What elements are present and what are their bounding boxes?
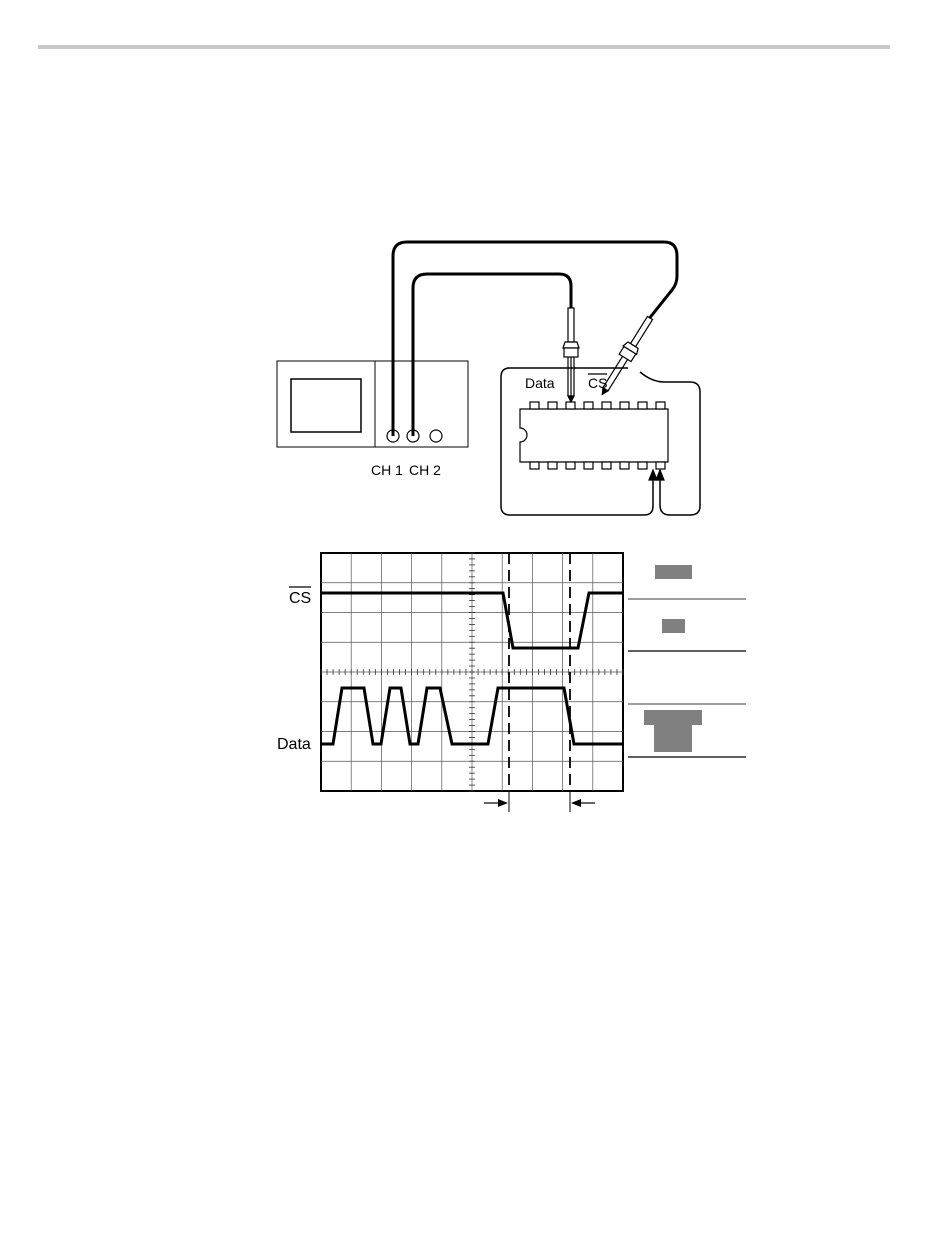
menu-block-3 (644, 710, 702, 752)
data-probe (563, 308, 579, 402)
cs-probe-label: CS (588, 375, 607, 391)
ground-arrows (649, 470, 664, 480)
measurement-arrow-right (571, 799, 595, 807)
cs-trace-label: CS (289, 590, 311, 607)
oscilloscope-screen (291, 379, 361, 432)
waveform-display (321, 553, 623, 812)
ext-connector (430, 430, 442, 442)
data-probe-label: Data (525, 375, 555, 391)
measurement-arrow-left (484, 799, 508, 807)
oscilloscope (277, 361, 468, 447)
data-trace-label: Data (277, 736, 311, 753)
menu-block-1 (655, 565, 692, 579)
menu-block-2 (662, 619, 685, 633)
ch2-label: CH 2 (409, 462, 441, 478)
ic-chip (520, 402, 668, 469)
side-menu (628, 565, 746, 757)
ch1-label: CH 1 (371, 462, 403, 478)
setup-diagram (277, 242, 700, 515)
